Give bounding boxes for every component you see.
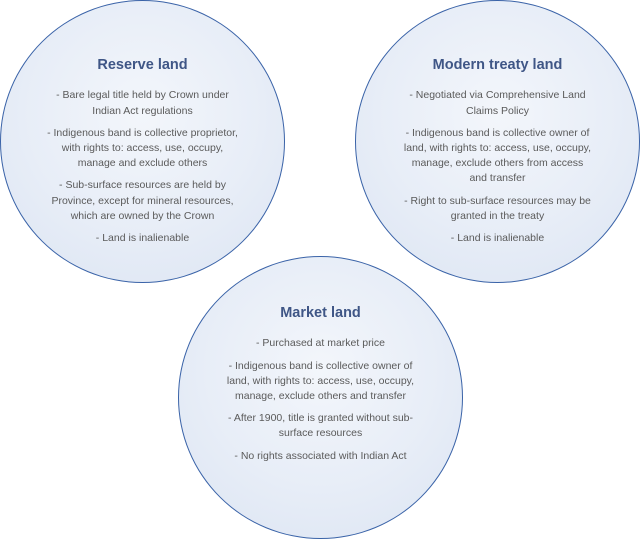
modern-treaty-land-circle: Modern treaty land - Negotiated via Comp…: [355, 0, 640, 283]
modern-treaty-land-content: Modern treaty land - Negotiated via Comp…: [403, 57, 593, 253]
modern-treaty-land-title: Modern treaty land: [432, 57, 563, 73]
market-land-bullet: - Indigenous band is collective owner of…: [226, 359, 415, 403]
market-land-bullet: - After 1900, title is granted without s…: [227, 412, 414, 440]
modern-treaty-land-bullet: - Indigenous band is collective owner of…: [403, 126, 592, 185]
market-land-bullets: - Purchased at market price - Indigenous…: [224, 336, 418, 464]
reserve-land-bullet: - Sub-surface resources are held by Prov…: [51, 179, 234, 222]
reserve-land-bullets: - Bare legal title held by Crown under I…: [46, 88, 240, 246]
market-land-content: Market land - Purchased at market price …: [224, 305, 418, 471]
modern-treaty-land-bullet: - Land is inalienable: [450, 232, 545, 245]
market-land-circle: Market land - Purchased at market price …: [178, 256, 463, 539]
market-land-bullet: - No rights associated with Indian Act: [234, 449, 407, 462]
reserve-land-bullet: - Land is inalienable: [95, 232, 190, 245]
modern-treaty-land-bullet: - Negotiated via Comprehensive Land Clai…: [409, 89, 586, 117]
reserve-land-content: Reserve land - Bare legal title held by …: [46, 57, 240, 253]
market-land-bullet: - Purchased at market price: [256, 337, 385, 350]
reserve-land-title: Reserve land: [97, 57, 188, 73]
modern-treaty-land-bullets: - Negotiated via Comprehensive Land Clai…: [403, 88, 593, 246]
reserve-land-bullet: - Indigenous band is collective propriet…: [47, 126, 238, 170]
market-land-title: Market land: [280, 305, 361, 321]
reserve-land-circle: Reserve land - Bare legal title held by …: [0, 0, 285, 283]
modern-treaty-land-bullet: - Right to sub-surface resources may be …: [404, 194, 591, 222]
reserve-land-bullet: - Bare legal title held by Crown under I…: [56, 89, 229, 117]
